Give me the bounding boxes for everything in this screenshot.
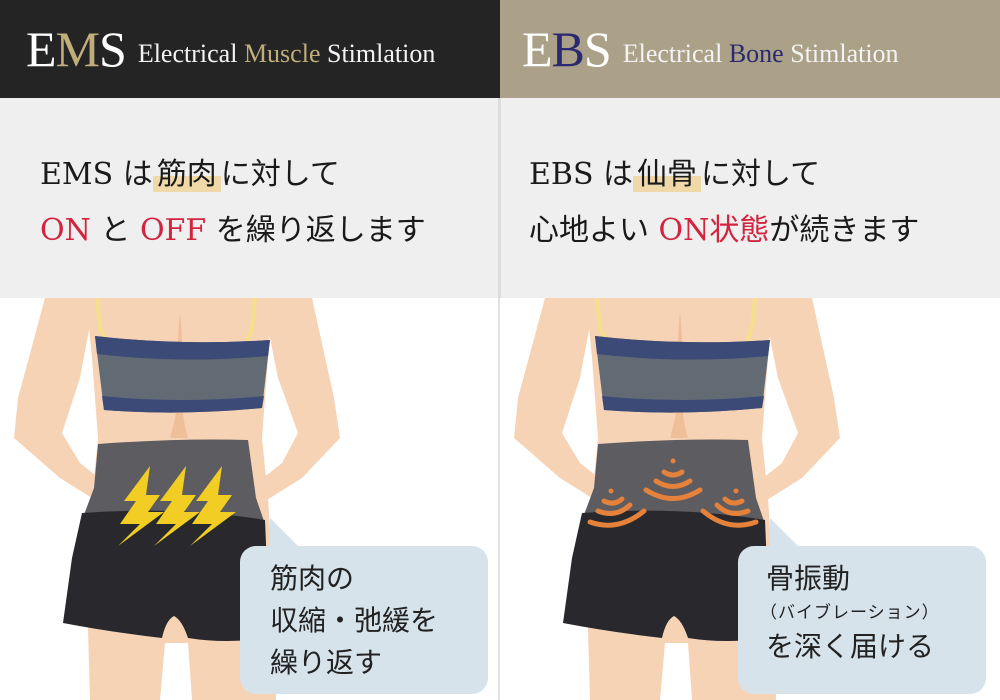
ems-description-line-2: ON と OFF を繰り返します xyxy=(40,213,426,248)
ems-illustration: 筋肉の 収縮・弛緩を 繰り返す xyxy=(0,298,500,700)
ebs-header: EBS Electrical Bone Stimlation xyxy=(500,0,1000,98)
ems-abbreviation: EMS xyxy=(26,21,127,77)
ems-speech-bubble: 筋肉の 収縮・弛緩を 繰り返す xyxy=(240,546,488,694)
bubble-line-2: （バイブレーション） xyxy=(760,603,940,623)
ems-full-name: Electrical Muscle Stimlation xyxy=(137,39,436,68)
bubble-line-3: を深く届ける xyxy=(766,630,935,663)
ems-description-line-1: EMS は筋肉に対して xyxy=(40,157,340,192)
bubble-line-1: 筋肉の xyxy=(270,562,355,595)
highlight-sacrum: 仙骨 xyxy=(633,157,702,192)
vibration-wave-icon xyxy=(587,458,759,528)
ems-header: EMS Electrical Muscle Stimlation xyxy=(0,0,500,98)
ems-description: EMS は筋肉に対して ON と OFF を繰り返します xyxy=(0,98,500,298)
speech-bubble-tail xyxy=(770,518,800,548)
ebs-panel: EBS Electrical Bone Stimlation EBS は仙骨に対… xyxy=(500,0,1000,700)
ebs-description: EBS は仙骨に対して 心地よい ON状態が続きます xyxy=(500,98,1000,298)
woman-back-figure xyxy=(14,298,340,700)
lightning-icon xyxy=(118,466,236,546)
highlight-muscle: 筋肉 xyxy=(152,157,221,192)
ebs-description-line-2: 心地よい ON状態が続きます xyxy=(529,213,920,248)
ebs-abbreviation: EBS xyxy=(522,21,612,77)
ebs-speech-bubble: 骨振動 （バイブレーション） を深く届ける xyxy=(738,546,986,694)
bubble-line-3: 繰り返す xyxy=(270,646,383,679)
ebs-description-line-1: EBS は仙骨に対して xyxy=(529,157,821,192)
ebs-full-name: Electrical Bone Stimlation xyxy=(622,39,899,68)
woman-back-figure xyxy=(514,298,840,700)
ems-panel: EMS Electrical Muscle Stimlation EMS は筋肉… xyxy=(0,0,500,700)
ebs-illustration: 骨振動 （バイブレーション） を深く届ける xyxy=(500,298,1000,700)
speech-bubble-tail xyxy=(270,518,300,548)
bubble-line-2: 収縮・弛緩を xyxy=(270,604,439,637)
bubble-line-1: 骨振動 xyxy=(766,562,851,595)
